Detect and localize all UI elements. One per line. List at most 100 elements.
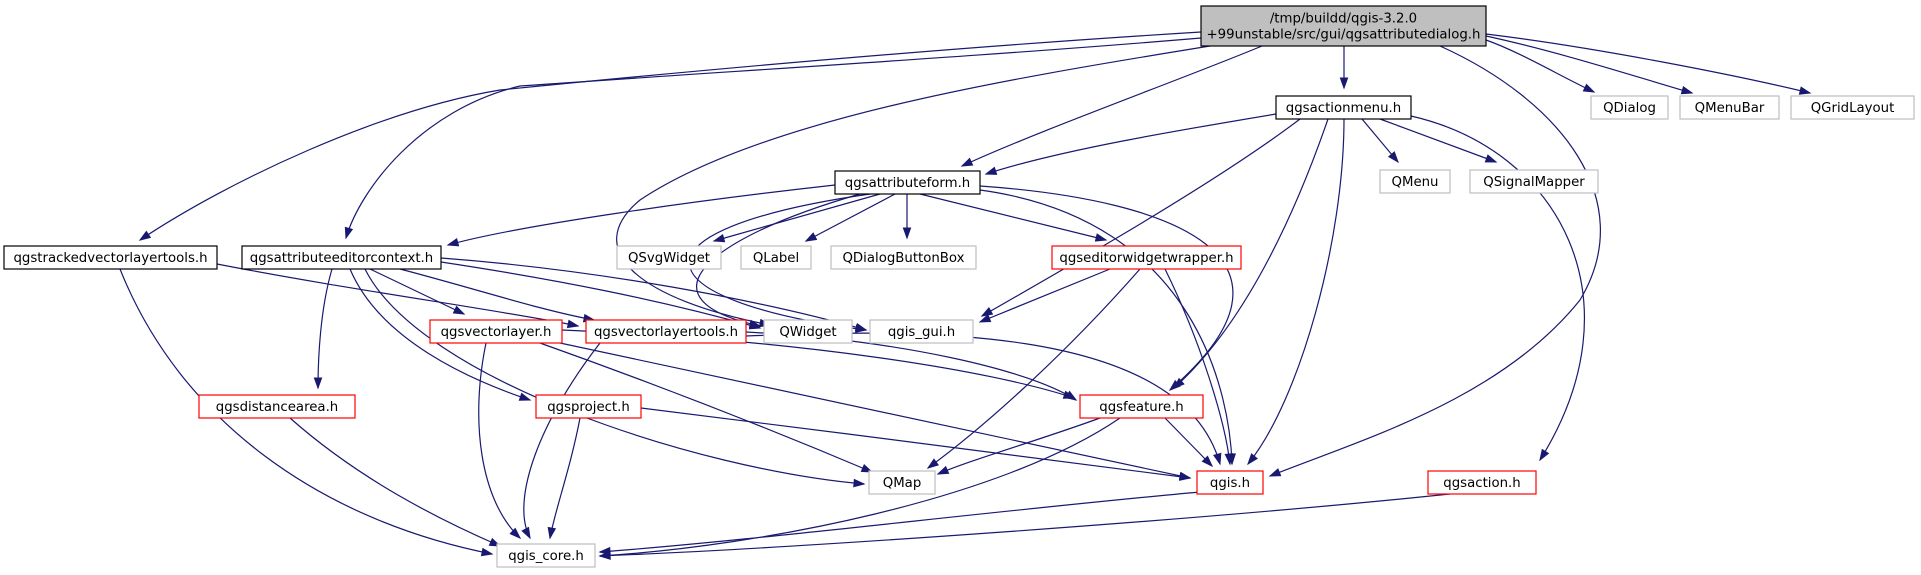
node-editorwidgetwrapper[interactable]: qgseditorwidgetwrapper.h — [1051, 245, 1242, 270]
node-label: QWidget — [779, 325, 836, 340]
edge-line — [523, 342, 601, 539]
edge-arrowhead — [978, 314, 992, 323]
node-qsignalmapper[interactable]: QSignalMapper — [1469, 169, 1599, 194]
node-label: qgis.h — [1210, 476, 1250, 491]
node-qmap[interactable]: QMap — [868, 470, 936, 495]
node-qdialog[interactable]: QDialog — [1590, 95, 1669, 120]
edge-arrowhead — [1224, 453, 1234, 466]
edge-line — [119, 268, 493, 555]
edge-attributeform-to-feature — [979, 185, 1234, 391]
edge-arrowhead — [566, 319, 580, 329]
edge-action-to-qgiscore — [598, 493, 1451, 560]
node-vectorlayer[interactable]: qgsvectorlayer.h — [429, 319, 563, 344]
edge-feature-to-qgiscore — [598, 417, 1121, 560]
node-label: qgsvectorlayer.h — [441, 325, 552, 340]
node-qgis[interactable]: qgis.h — [1196, 470, 1264, 495]
node-trackedvlt[interactable]: qgstrackedvectorlayertools.h — [3, 245, 218, 270]
edge-actionmenu-to-qmenu — [1361, 118, 1399, 164]
edge-arrowhead — [926, 458, 940, 469]
edge-line — [289, 417, 501, 547]
node-label: /tmp/buildd/qgis-3.2.0 — [1270, 12, 1417, 27]
edge-line — [713, 193, 881, 242]
node-actionmenu[interactable]: qgsactionmenu.h — [1275, 95, 1412, 120]
edge-project-to-qgis — [640, 407, 1192, 481]
edge-line — [1485, 33, 1811, 94]
node-attributeform[interactable]: qgsattributeform.h — [834, 170, 981, 195]
node-project[interactable]: qgsproject.h — [535, 394, 642, 419]
node-qgisgui[interactable]: qgis_gui.h — [869, 319, 974, 344]
edge-editorcontext-to-qgisgui — [440, 257, 868, 332]
edge-line — [979, 268, 1111, 323]
node-editorcontext[interactable]: qgsattributeeditorcontext.h — [241, 245, 442, 270]
edge-arrowhead — [712, 233, 726, 243]
edge-arrowhead — [1798, 86, 1812, 95]
edge-line — [640, 407, 1191, 479]
edge-line — [979, 185, 1234, 391]
node-qmenubar[interactable]: QMenuBar — [1679, 95, 1780, 120]
edge-arrowhead — [1247, 453, 1258, 466]
node-action[interactable]: qgsaction.h — [1427, 470, 1537, 495]
edge-line — [399, 268, 595, 321]
node-label: qgsvectorlayertools.h — [594, 325, 738, 340]
edge-arrowhead — [854, 322, 868, 332]
node-distancearea[interactable]: qgsdistancearea.h — [198, 394, 356, 419]
edge-arrowhead — [547, 526, 557, 540]
edge-line — [985, 113, 1277, 175]
edge-line — [1485, 39, 1595, 93]
node-label: qgis_core.h — [508, 549, 584, 564]
edge-editorcontext-to-vectorlayer — [369, 268, 466, 315]
node-qgiscore[interactable]: qgis_core.h — [496, 543, 596, 568]
node-label: qgsattributeform.h — [845, 176, 970, 191]
node-vectorlayertools[interactable]: qgsvectorlayertools.h — [585, 319, 747, 344]
edge-line — [440, 261, 761, 329]
edge-line — [979, 189, 1233, 465]
edge-line — [1269, 45, 1601, 477]
node-box — [616, 245, 722, 270]
node-qsvgwidget[interactable]: QSvgWidget — [616, 245, 722, 270]
edges-layer — [119, 31, 1812, 560]
edge-line — [599, 417, 1121, 557]
edge-arrowhead — [860, 463, 874, 473]
node-box — [1590, 95, 1669, 120]
edge-editorcontext-to-vectorlayertools — [399, 268, 596, 323]
edge-line — [599, 491, 1201, 553]
node-box — [496, 543, 596, 568]
edge-editorwidgetwrapper-to-qgis — [1164, 268, 1234, 466]
edge-line — [139, 31, 1202, 241]
node-qlabel[interactable]: QLabel — [740, 245, 812, 270]
node-box — [1196, 470, 1264, 495]
edge-line — [216, 263, 579, 327]
edge-arrowhead — [1339, 77, 1349, 90]
edge-line — [549, 417, 581, 539]
edge-line — [345, 37, 1202, 239]
edge-line — [919, 193, 1107, 241]
node-label: qgis_gui.h — [888, 325, 955, 340]
edge-actionmenu-to-qgisgui — [980, 118, 1301, 317]
edge-arrowhead — [452, 305, 466, 315]
node-qmenu[interactable]: QMenu — [1379, 169, 1451, 194]
node-feature[interactable]: qgsfeature.h — [1079, 394, 1204, 419]
edge-line — [1379, 118, 1497, 163]
edge-line — [1164, 268, 1231, 465]
edge-line — [1410, 115, 1586, 461]
edge-line — [981, 118, 1301, 317]
edge-root-to-editorcontext — [344, 37, 1202, 240]
edge-line — [805, 193, 896, 242]
edge-line — [440, 257, 867, 331]
node-qwidget[interactable]: QWidget — [763, 319, 853, 344]
edge-attributeform-to-editorwidgetwrapper — [919, 193, 1108, 242]
edge-root-to-trackedvlt — [138, 31, 1202, 241]
edge-arrowhead — [344, 226, 354, 240]
edge-arrowhead — [960, 157, 974, 167]
edge-line — [616, 45, 1211, 326]
edge-arrowhead — [1213, 452, 1222, 466]
edge-attributeform-to-qlabel — [804, 193, 896, 242]
node-label: QMenuBar — [1695, 101, 1765, 116]
edge-arrowhead — [313, 377, 323, 390]
edge-root-to-qmenubar — [1485, 35, 1694, 95]
node-qdialogbuttonbox[interactable]: QDialogButtonBox — [830, 245, 977, 270]
node-qgridlayout[interactable]: QGridLayout — [1790, 95, 1915, 120]
node-label: +99unstable/src/gui/qgsattributedialog.h — [1207, 28, 1481, 43]
edge-vectorlayer-to-qgiscore — [478, 342, 522, 540]
